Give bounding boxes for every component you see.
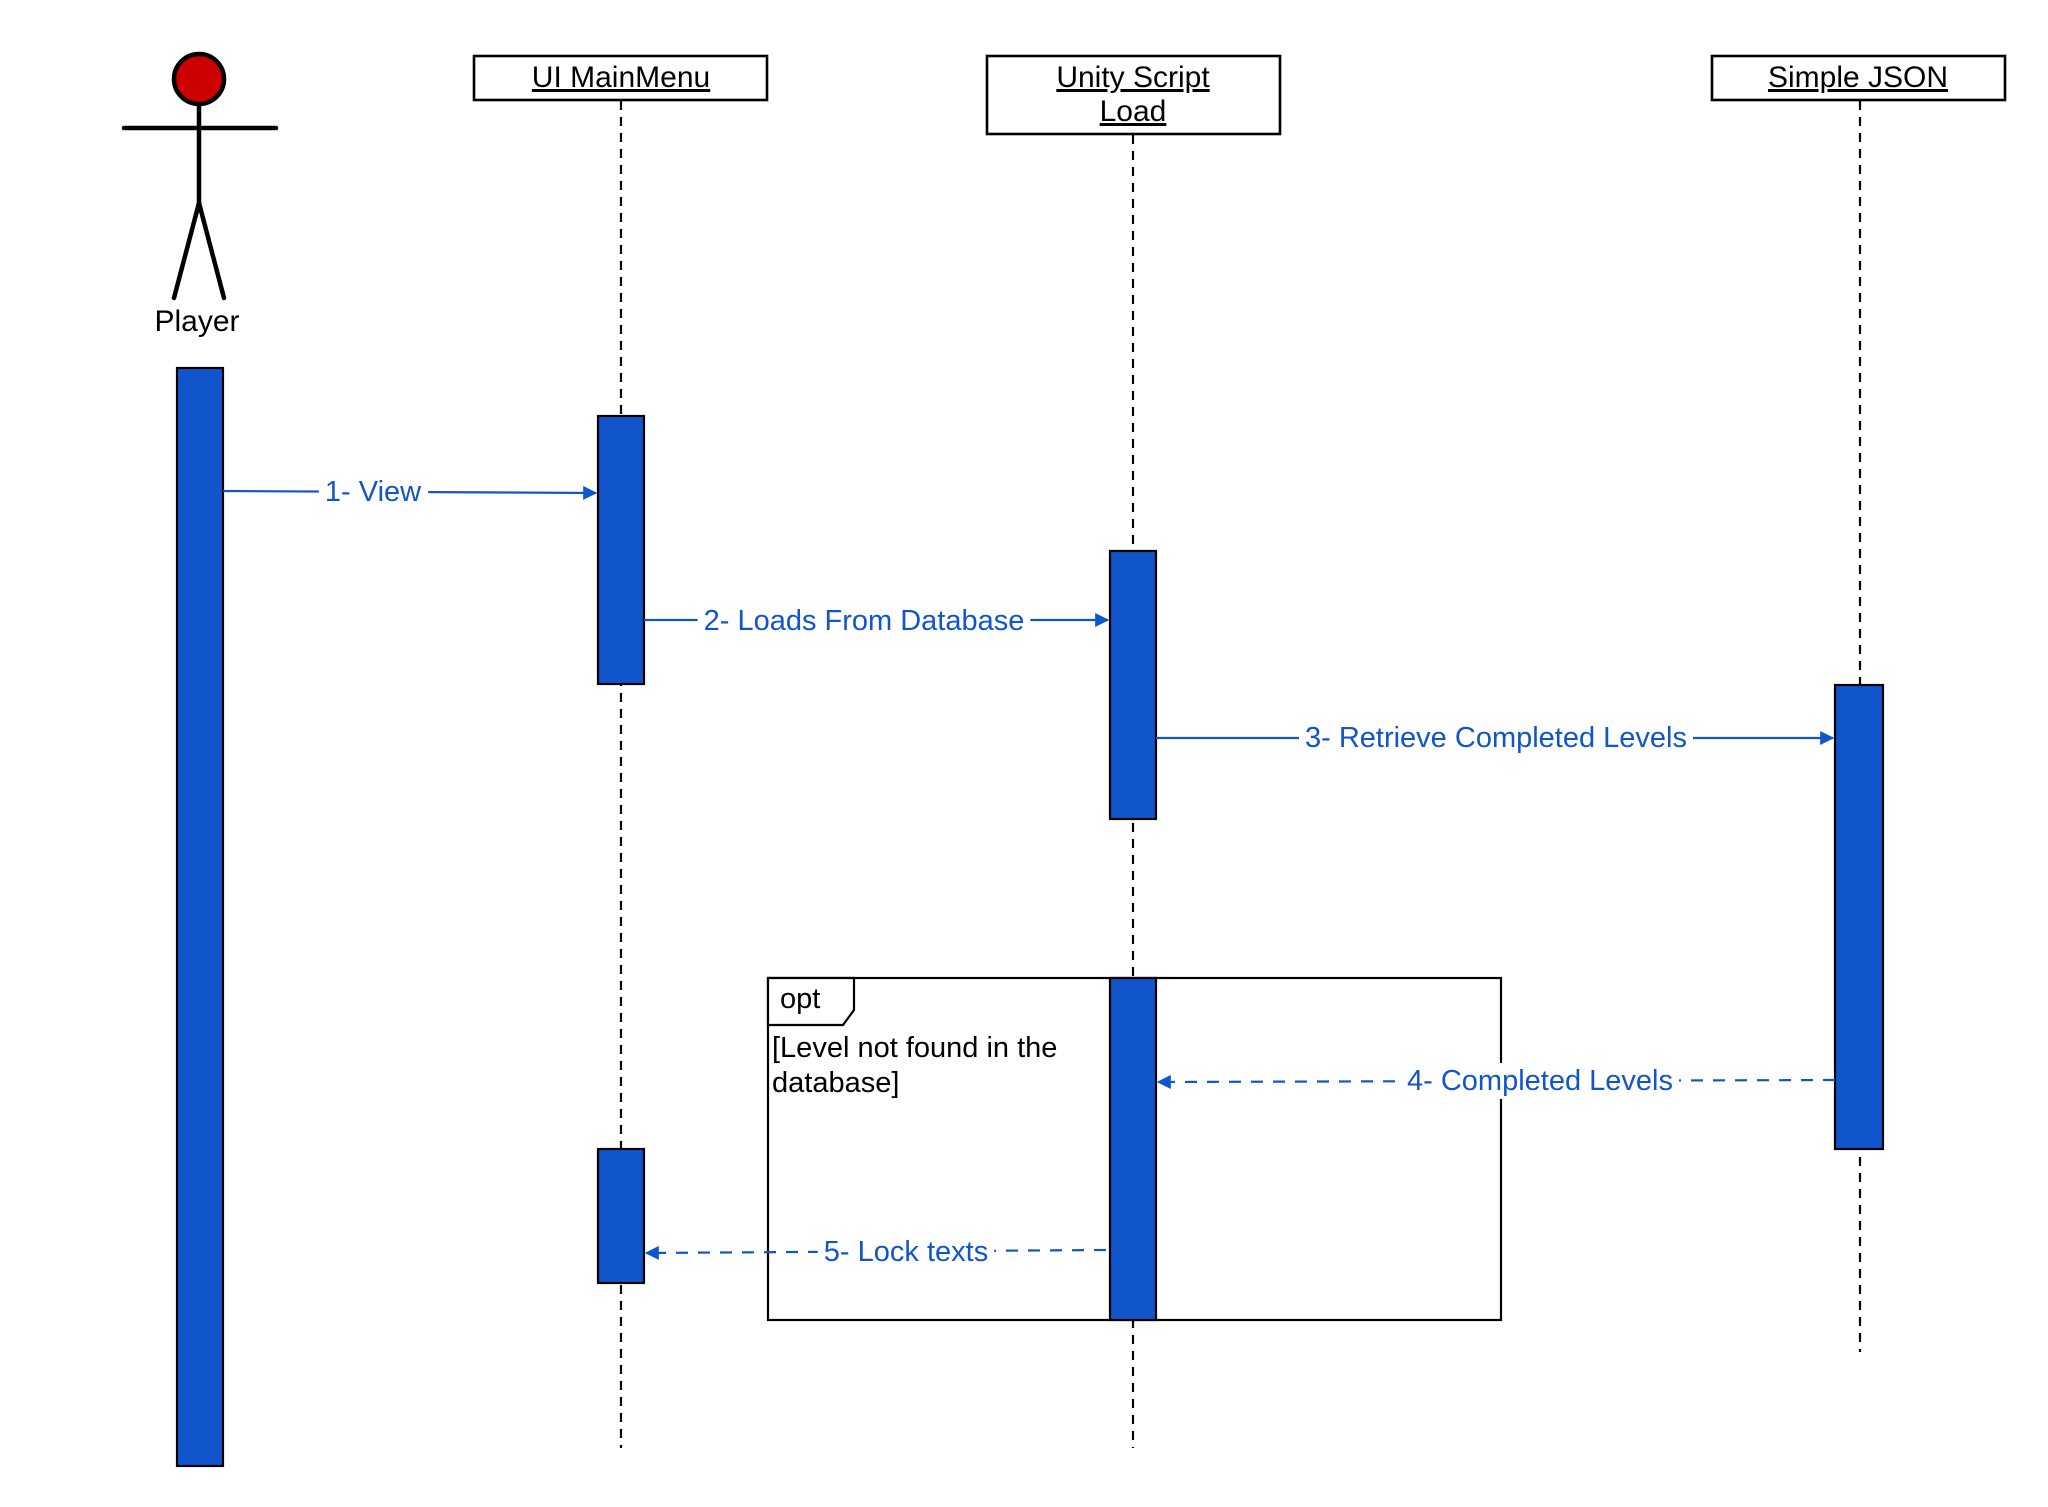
activation-ui-1 (596, 414, 646, 686)
activation-ui-2 (596, 1147, 646, 1285)
participant-simple-json: Simple JSON (1710, 54, 2007, 102)
activation-json (1833, 683, 1885, 1151)
participant-label-line-1: Unity Script (1056, 61, 1210, 94)
message-label: 2- Loads From Database (704, 605, 1025, 637)
activation-load-1 (1108, 549, 1158, 821)
fragment-opt: opt [Level not found in the database] (766, 976, 1503, 1322)
message-label: 4- Completed Levels (1407, 1065, 1673, 1097)
message-2: 2- Loads From Database (644, 603, 1110, 639)
message-4: 4- Completed Levels (1156, 1063, 1836, 1099)
fragment-guard-line-1: [Level not found in the (772, 1032, 1057, 1064)
participant-unity-script-load: Unity Script Load (985, 54, 1282, 136)
participant-label: Simple JSON (1768, 61, 1948, 94)
message-1: 1- View (222, 474, 598, 510)
message-label: 5- Lock texts (824, 1236, 988, 1268)
actor-label: Player (154, 305, 239, 338)
fragment-operator-tab (766, 976, 856, 1027)
message-label: 3- Retrieve Completed Levels (1305, 722, 1687, 754)
message-label: 1- View (325, 476, 422, 508)
actor-player: Player (121, 51, 279, 338)
activation-player (175, 366, 225, 1468)
actor-head (171, 51, 227, 107)
actor-leg-left (171, 200, 202, 301)
message-3: 3- Retrieve Completed Levels (1156, 720, 1835, 756)
participant-label: UI MainMenu (532, 61, 710, 94)
participant-ui-mainmenu: UI MainMenu (472, 54, 769, 102)
actor-leg-right (196, 200, 227, 301)
participant-label-line-2: Load (1100, 95, 1167, 128)
fragment-guard-line-2: database] (772, 1067, 899, 1099)
fragment-operator: opt (780, 983, 820, 1015)
message-5: 5- Lock texts (644, 1234, 1107, 1270)
activations (175, 366, 1885, 1468)
activation-load-2 (1108, 976, 1158, 1322)
